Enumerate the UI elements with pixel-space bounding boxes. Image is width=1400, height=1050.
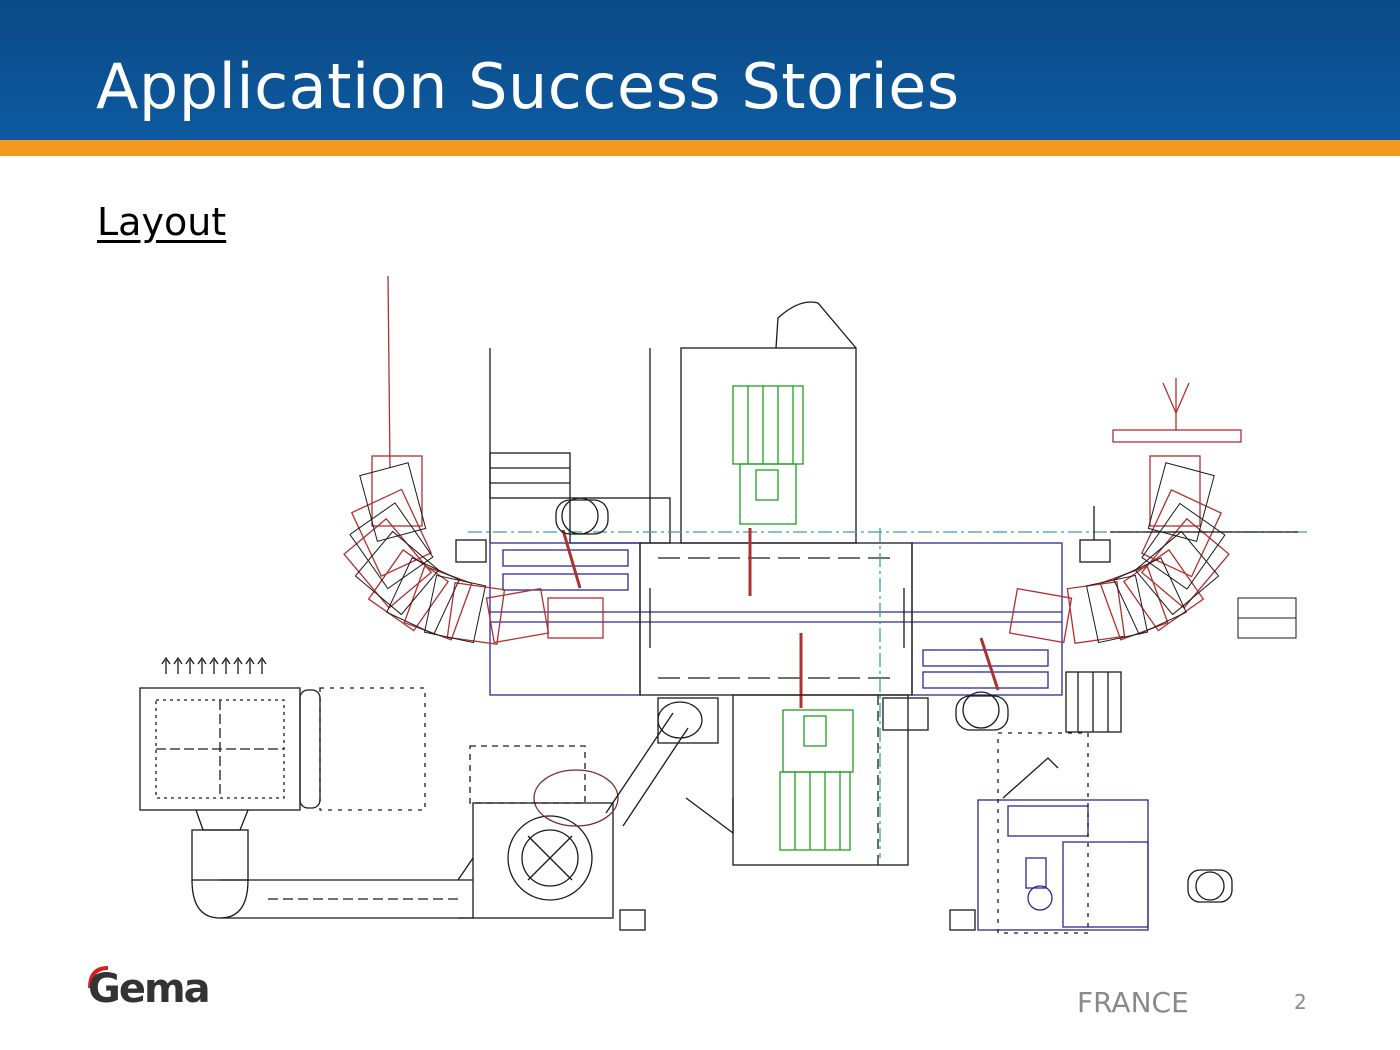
plant-layout-drawing [139, 275, 1308, 934]
gema-logo-mark [88, 966, 109, 989]
cyclone-unit [469, 697, 719, 919]
parts-rack-bottom [779, 709, 854, 851]
booth-center [639, 542, 913, 696]
slide-title: Application Success Stories [96, 50, 960, 123]
slide-subtitle: Layout [97, 200, 227, 244]
exhaust-line [387, 275, 391, 469]
gema-logo: Gema [88, 966, 211, 1012]
slide-header [0, 0, 1400, 140]
unload-station [1112, 378, 1242, 443]
lower-booth [685, 671, 1122, 866]
operator-figures [555, 497, 1233, 903]
booth-frame [489, 542, 1063, 696]
header-accent-stripe [0, 140, 1400, 156]
footer-country: FRANCE [1077, 986, 1189, 1019]
booth-building [489, 301, 857, 544]
airflow-arrows [161, 656, 267, 674]
parts-rack-top [732, 385, 804, 525]
page-number: 2 [1294, 990, 1307, 1014]
filter-unit [139, 687, 474, 919]
powder-center [977, 799, 1149, 931]
